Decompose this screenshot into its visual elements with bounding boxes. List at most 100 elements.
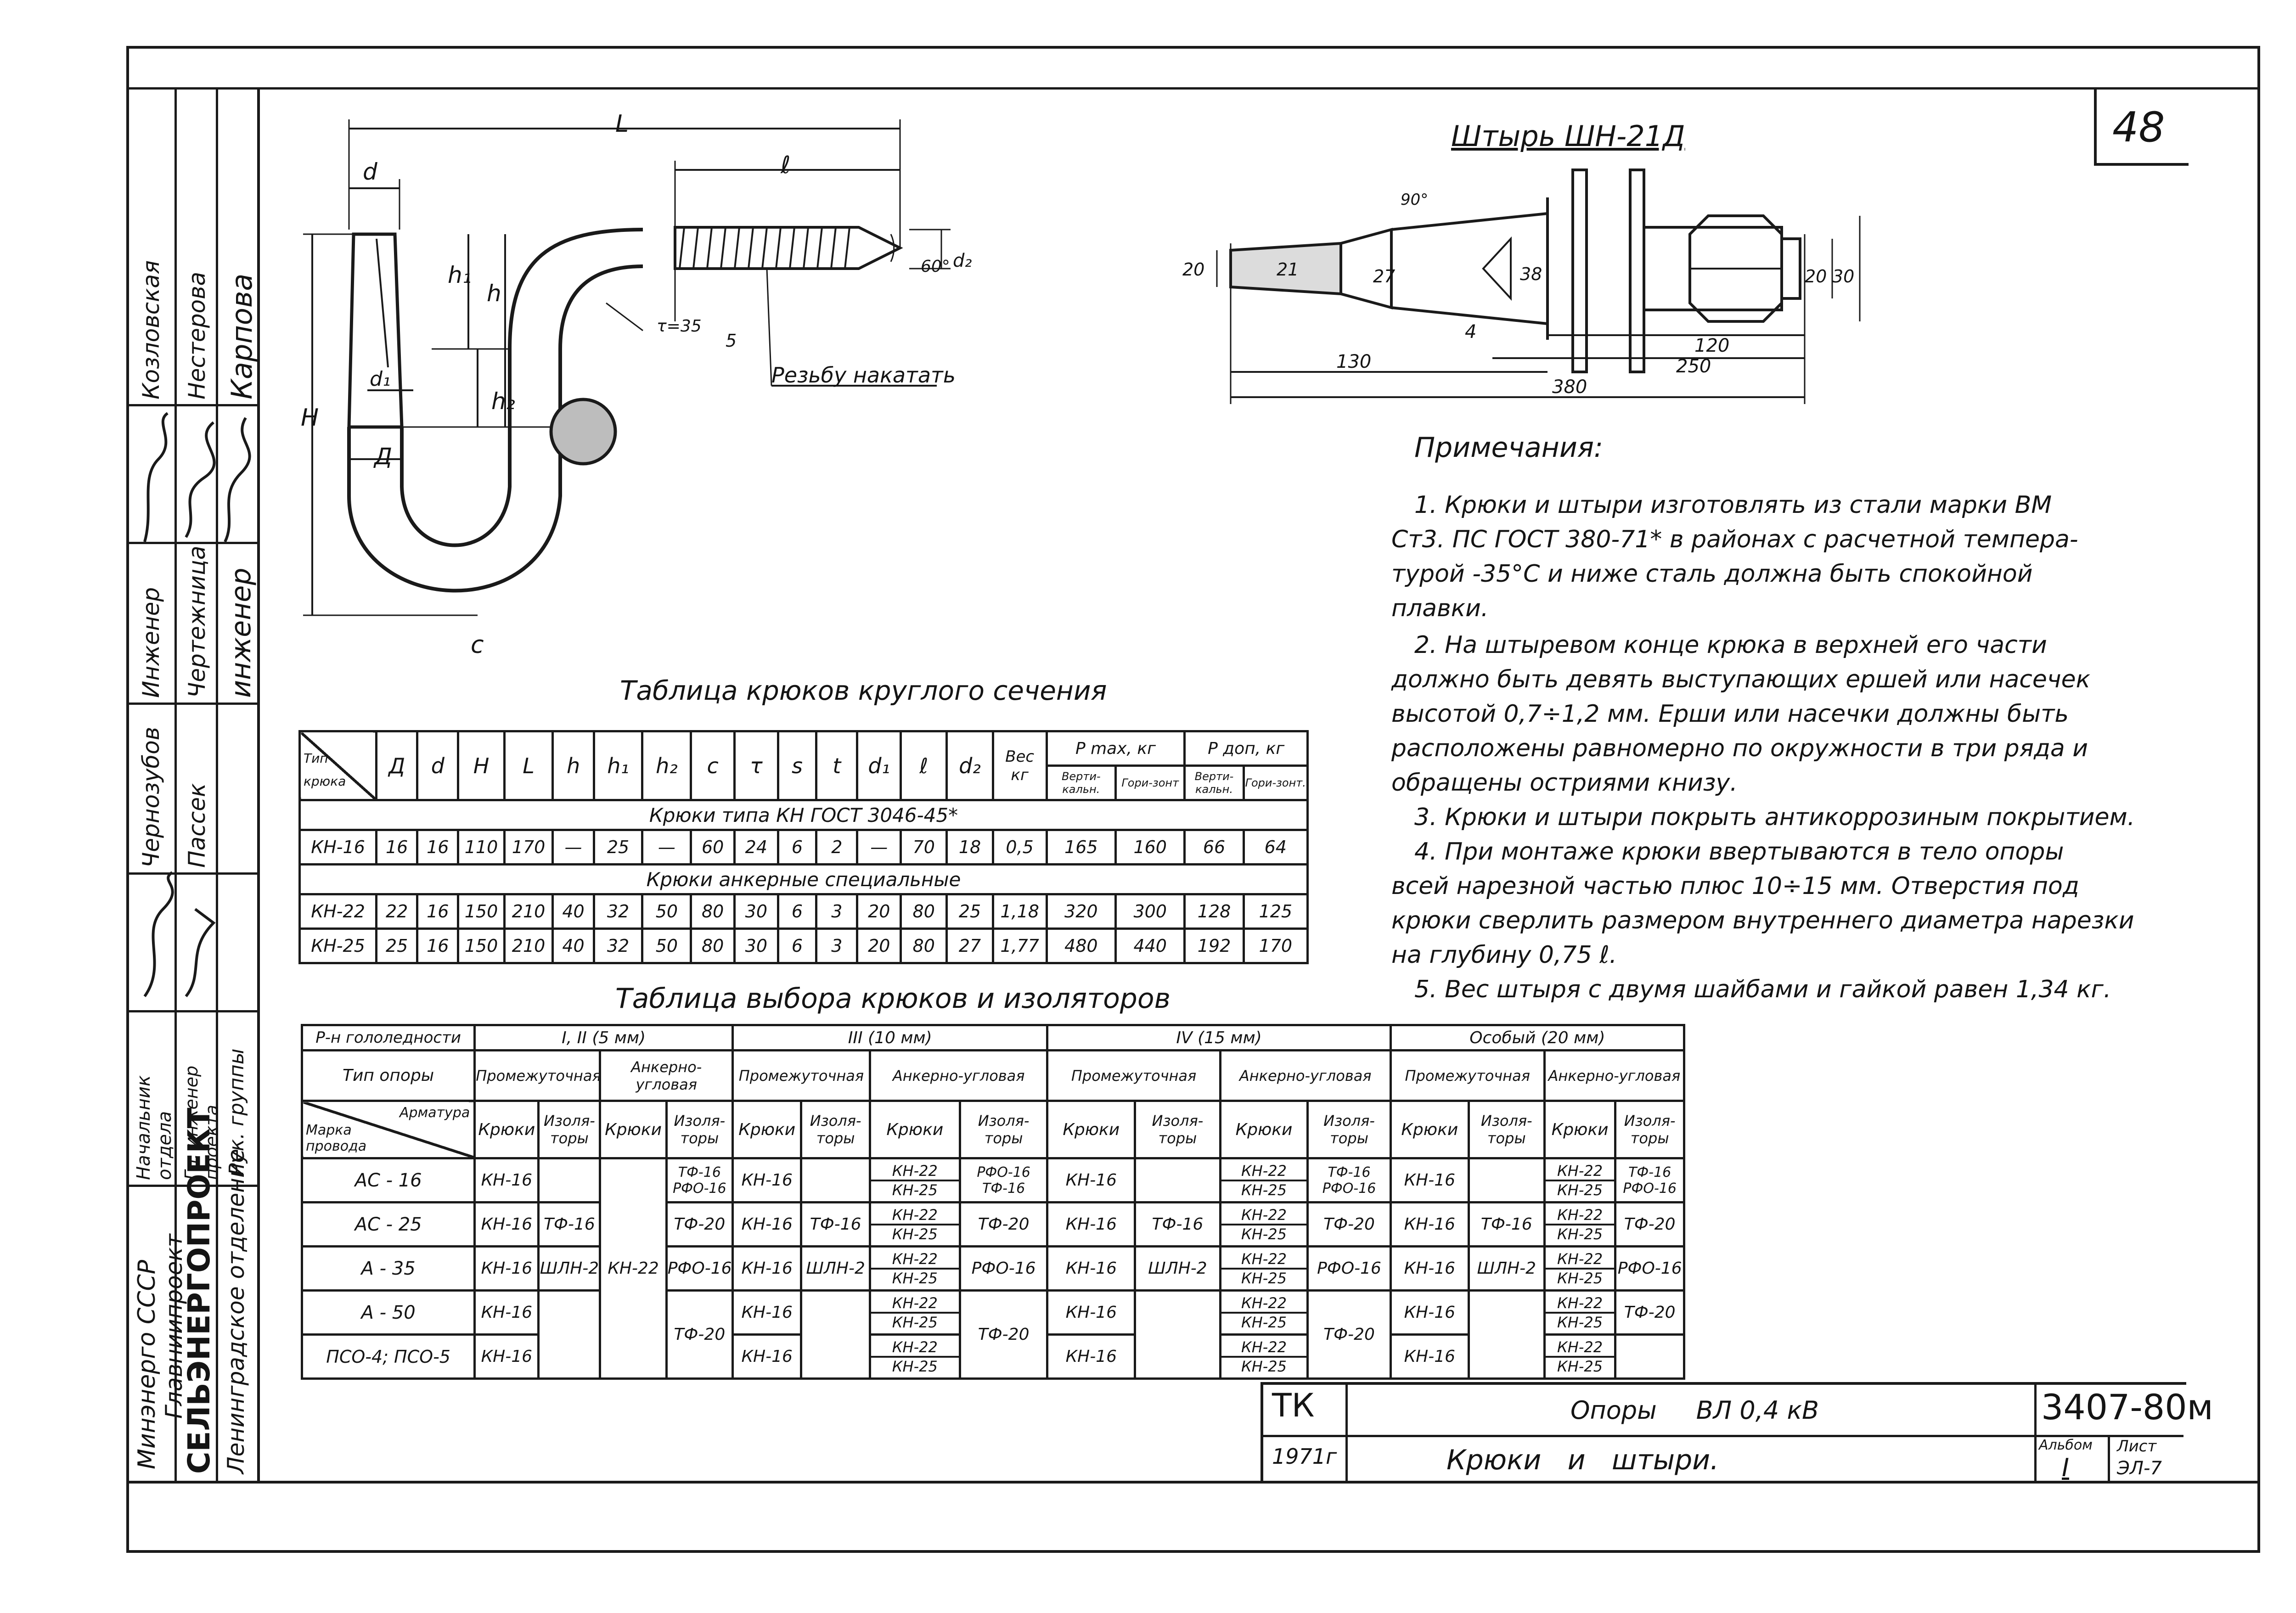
col-hooks: Крюки [599, 1100, 668, 1159]
col-hooks: Крюки [1046, 1100, 1137, 1159]
table-cell: 32 [592, 893, 644, 930]
hook-value: КН-25 [1557, 1269, 1603, 1287]
ins-cell: ТФ-16 РФО-16 [1306, 1157, 1392, 1203]
hook-cell: КН-16 [1389, 1157, 1470, 1203]
ins-cell [1134, 1157, 1221, 1203]
table1-header: c [690, 730, 736, 801]
table-cell: 6 [777, 927, 818, 964]
table1-corner: Тип крюка [298, 730, 378, 801]
ins-value: ТФ-16 [1628, 1164, 1671, 1180]
pin-dim-21: 21 [1277, 259, 1299, 280]
support-ank: Анкерно-угловая [868, 1049, 1049, 1102]
pin-drawing [1216, 169, 1861, 404]
support-label: Тип опоры [300, 1049, 476, 1102]
table1-corner-top: Тип [304, 751, 328, 766]
wire-name: А - 50 [300, 1289, 476, 1336]
table1-pmax-header: P max, кг [1045, 730, 1186, 767]
hook-value: КН-22 [1222, 1294, 1306, 1314]
pin-dim-4: 4 [1465, 321, 1477, 343]
col-ins: Изоля-торы [537, 1100, 602, 1159]
hook-value: КН-25 [1241, 1269, 1287, 1287]
title-doc-number: 3407-80м [2041, 1387, 2213, 1428]
support-ank: Анкерно-угловая [1219, 1049, 1392, 1102]
weight-header-1: Вес [1005, 747, 1035, 766]
table-cell: 1,18 [991, 893, 1048, 930]
table-cell: 1,77 [991, 927, 1048, 964]
table-cell: — [856, 829, 902, 866]
table1-pdop-header: P доп, кг [1183, 730, 1309, 767]
frame-bottom-inner [126, 1481, 2257, 1484]
table-cell: 2 [815, 829, 859, 866]
ins-value: РФО-16 [1322, 1180, 1376, 1197]
corner-armatura: Арматура [399, 1105, 470, 1121]
ins-value: РФО-16 [977, 1164, 1030, 1180]
stamp-row-4 [126, 872, 257, 875]
table-cell: 20 [856, 927, 902, 964]
note-line-11: 4. При монтаже крюки ввертываются в тело… [1414, 838, 2064, 866]
hook-value: КН-22 [872, 1250, 958, 1270]
col-ins: Изоля-торы [1306, 1100, 1392, 1159]
ins-cell: ТФ-20 [1306, 1201, 1392, 1248]
table-cell: КН-22 [298, 893, 378, 930]
hook-value: КН-25 [892, 1225, 938, 1243]
hook-value: КН-22 [872, 1338, 958, 1358]
table-cell: 40 [551, 893, 595, 930]
title-block-col-1 [1345, 1382, 1348, 1481]
table-row: КН-22 22 16 150 210 40 32 50 80 30 6 3 2… [298, 893, 1309, 930]
region-1: I, II (5 мм) [473, 1024, 734, 1051]
hook-value: КН-22 [1222, 1206, 1306, 1225]
table-cell: 300 [1114, 893, 1186, 930]
region-5: Особый (20 мм) [1389, 1024, 1686, 1051]
support-ank: Анкерно-угловая [1543, 1049, 1686, 1102]
note-line-3: турой -35°С и ниже сталь должна быть спо… [1391, 560, 2033, 588]
table-cell: 40 [551, 927, 595, 964]
table-cell: 80 [690, 927, 736, 964]
table-cell: 125 [1242, 893, 1309, 930]
hook-dim-L: L [615, 110, 629, 138]
note-line-10: 3. Крюки и штыри покрыть антикоррозиным … [1414, 804, 2135, 831]
hook-cell: КН-16 [1389, 1245, 1470, 1292]
wire-name: АС - 25 [300, 1201, 476, 1248]
hook-cell: КН-22 КН-25 [1543, 1245, 1617, 1292]
hook-cell: КН-22 КН-25 [1219, 1245, 1309, 1292]
table-cell: 24 [733, 829, 779, 866]
table-cell: 480 [1045, 927, 1117, 964]
hook-cell: КН-22 КН-25 [868, 1245, 961, 1292]
table1-section-2: Крюки анкерные специальные [298, 863, 1309, 895]
table1-header: ℓ [900, 730, 948, 801]
ins-cell: ТФ-16 [537, 1201, 602, 1248]
hook-cell: КН-16 [473, 1333, 540, 1380]
table-cell: 160 [1114, 829, 1186, 866]
col-ins: Изоля-торы [1614, 1100, 1685, 1159]
table-cell: 210 [503, 927, 554, 964]
table1-header: L [503, 730, 554, 801]
table1-subheader: Верти-кальн. [1183, 764, 1245, 801]
notes-heading: Примечания: [1414, 432, 1604, 464]
hook-dim-d1: d₁ [370, 367, 391, 391]
region-4: IV (15 мм) [1046, 1024, 1392, 1051]
note-line-1: 1. Крюки и штыри изготовлять из стали ма… [1414, 491, 2052, 519]
wire-name: А - 35 [300, 1245, 476, 1292]
region-3: III (10 мм) [731, 1024, 1049, 1051]
pin-dim-250: 250 [1676, 356, 1711, 377]
table-cell: 25 [592, 829, 644, 866]
pin-dim-27: 27 [1373, 266, 1396, 287]
support-prom: Промежуточная [731, 1049, 871, 1102]
table-cell: КН-16 [298, 829, 378, 866]
table1-section-1: Крюки типа КН ГОСТ 3046-45* [298, 799, 1309, 831]
table-cell: 50 [641, 893, 692, 930]
col-hooks: Крюки [1389, 1100, 1470, 1159]
stamp-col-1 [174, 90, 177, 1481]
ins-cell: ТФ-20 [665, 1289, 734, 1380]
ins-cell: ШЛН-2 [1134, 1245, 1221, 1292]
title-block-row [1261, 1435, 2183, 1437]
table-cell: 70 [900, 829, 948, 866]
hook-dim-r: τ=35 [657, 317, 702, 336]
table-cell: 27 [945, 927, 994, 964]
hook-value: КН-25 [892, 1269, 938, 1287]
hook-dim-l: ℓ [781, 152, 791, 179]
hook-value: КН-25 [1241, 1225, 1287, 1243]
col-ins: Изоля-торы [800, 1100, 871, 1159]
ins-cell: ШЛН-2 [537, 1245, 602, 1292]
table1-corner-bottom: крюка [304, 774, 346, 789]
